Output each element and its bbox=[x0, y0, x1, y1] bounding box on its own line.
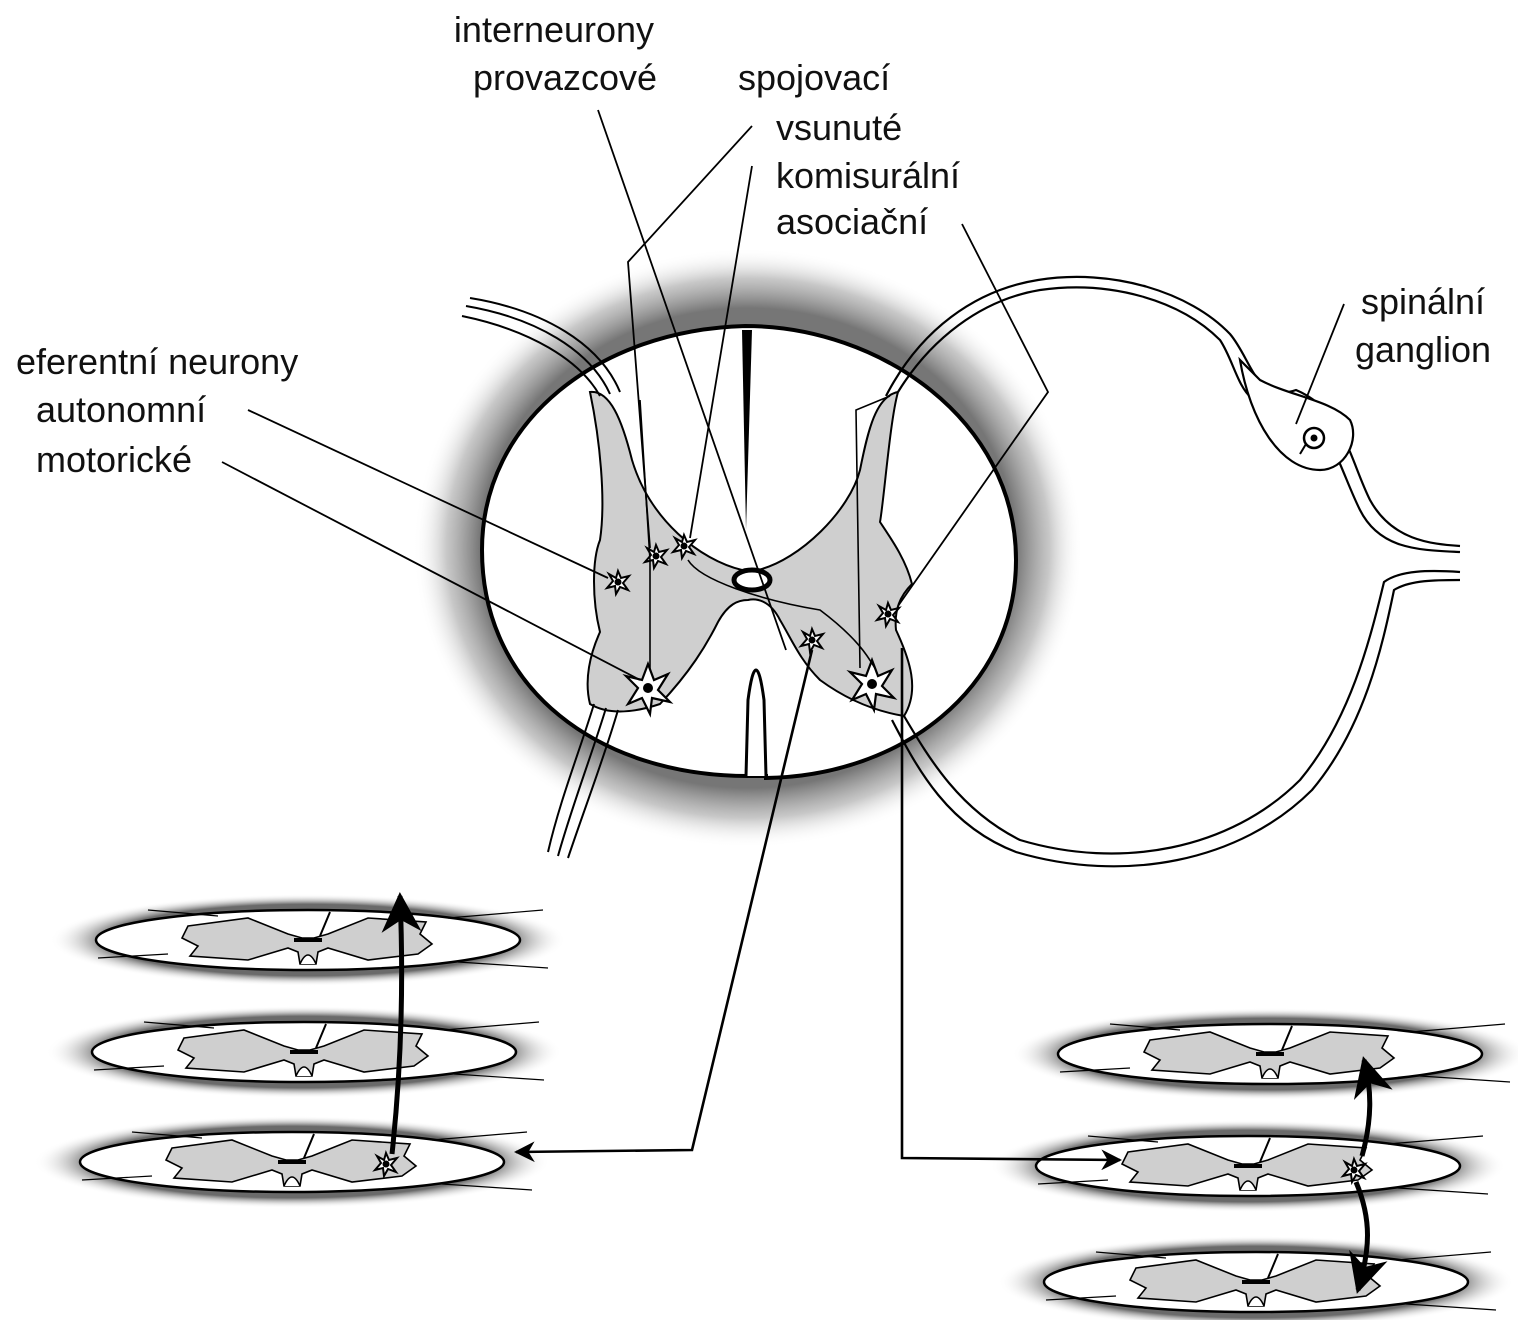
label-spinalni: spinální bbox=[1340, 278, 1506, 326]
anterior-fissure bbox=[746, 670, 766, 776]
label-eferentni-neurony: eferentní neurony bbox=[16, 338, 298, 386]
label-spojovaci: spojovací bbox=[738, 54, 890, 102]
label-autonomni: autonomní bbox=[36, 386, 206, 434]
label-ganglion: ganglion bbox=[1340, 326, 1506, 374]
slice-right-1 bbox=[1012, 1008, 1518, 1100]
label-vsunute: vsunuté bbox=[776, 104, 902, 152]
label-interneurony: interneurony bbox=[438, 6, 670, 54]
slice-left-2 bbox=[46, 1006, 562, 1098]
slice-right-3 bbox=[998, 1236, 1514, 1320]
label-provazcove: provazcové bbox=[454, 54, 676, 102]
label-komisuralni: komisurální bbox=[776, 152, 960, 200]
label-motoricke: motorické bbox=[36, 436, 192, 484]
label-asociacni: asociační bbox=[776, 198, 928, 246]
slice-left-1 bbox=[50, 894, 566, 986]
slice-left-3 bbox=[34, 1116, 550, 1208]
ganglion-body bbox=[1240, 360, 1353, 470]
slice-right-2 bbox=[990, 1120, 1506, 1212]
